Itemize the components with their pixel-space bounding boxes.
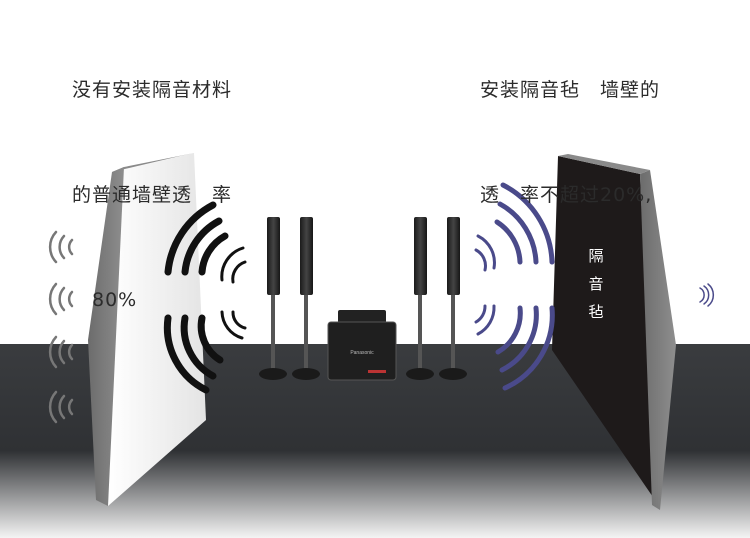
speaker-set: Panasonic xyxy=(259,217,467,381)
caption-right-line: 透 率不超过20%, xyxy=(480,184,653,206)
sound-waves-left-outer xyxy=(48,230,74,424)
tower-speaker xyxy=(292,217,320,380)
caption-left-line: 80% xyxy=(72,289,138,311)
right-wall-felt xyxy=(552,154,676,510)
tower-speaker xyxy=(259,217,287,380)
tower-speaker xyxy=(406,217,434,380)
tower-speaker xyxy=(439,217,467,380)
caption-left-line: 的普通墙壁透 率 xyxy=(72,184,233,206)
caption-left: 没有安装隔音材料 的普通墙壁透 率 80% xyxy=(72,3,232,353)
felt-panel-label: 隔 音 毡 xyxy=(588,247,604,321)
caption-right: 安装隔音毡 墙壁的 透 率不超过20%, xyxy=(480,3,660,248)
caption-left-line: 没有安装隔音材料 xyxy=(72,79,233,101)
center-receiver: Panasonic xyxy=(327,310,397,381)
sound-waves-right-outer xyxy=(699,283,715,307)
left-wall xyxy=(88,153,206,506)
sound-waves-right-inner xyxy=(474,182,555,391)
sound-waves-left-inner xyxy=(163,201,247,394)
speaker-brand-label: Panasonic xyxy=(350,350,374,356)
caption-right-line: 安装隔音毡 墙壁的 xyxy=(480,79,661,101)
